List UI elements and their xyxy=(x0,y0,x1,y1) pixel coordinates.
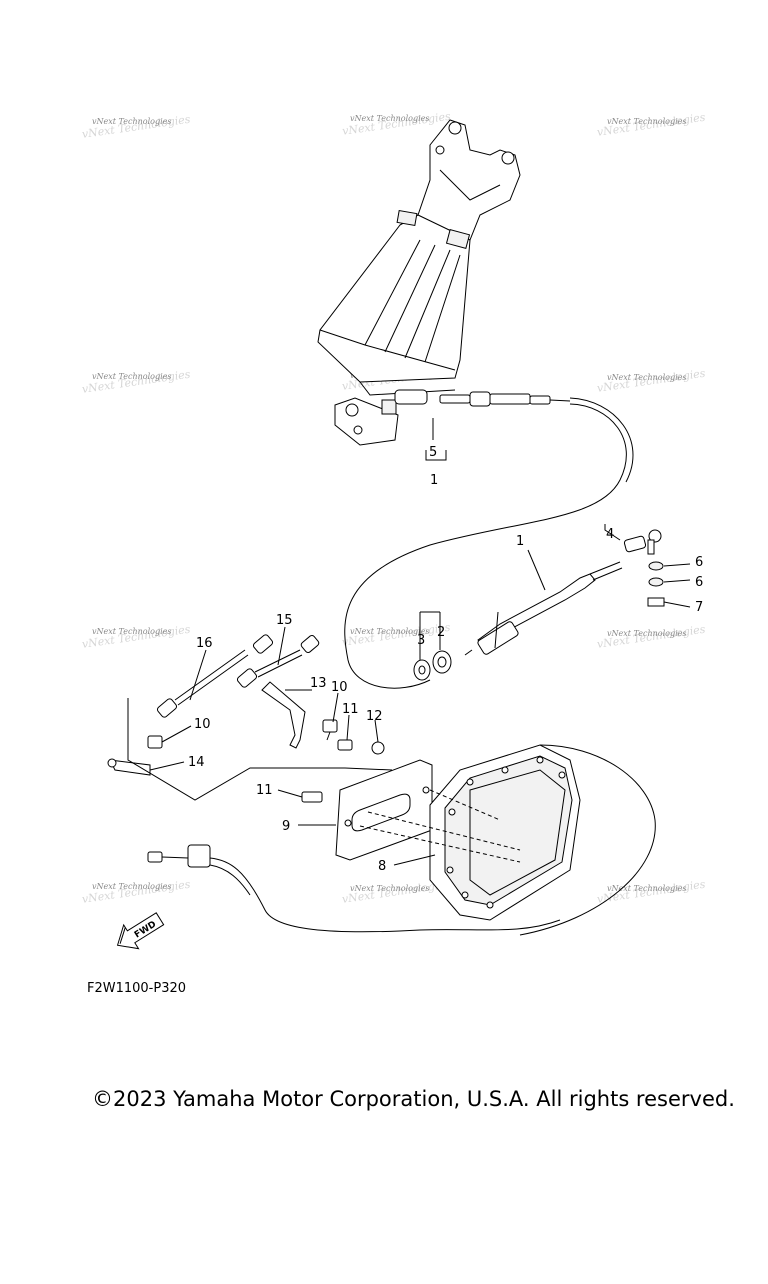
svg-text:vNext Technologies: vNext Technologies xyxy=(92,882,171,891)
washer-6b xyxy=(648,577,664,587)
callout-5: 5 xyxy=(429,445,437,460)
watermark: vNext Technologies vNext Technologies xyxy=(341,110,451,138)
watermark: vNext Technologies vNext Technologies xyxy=(341,621,451,649)
watermark: vNext Technologies vNext Technologies xyxy=(596,878,706,906)
callout-1: 1 xyxy=(516,534,524,549)
callouts: 5 1 1 4 6 6 7 2 3 15 16 13 10 11 12 10 1… xyxy=(188,445,703,874)
fwd-arrow-icon: FWD xyxy=(116,912,165,950)
outline-loops xyxy=(127,698,656,936)
bolt-10b xyxy=(147,735,163,749)
svg-text:vNext Technologies: vNext Technologies xyxy=(92,627,171,636)
watermark: vNext Technologies vNext Technologies xyxy=(81,878,191,906)
callout-15: 15 xyxy=(276,613,293,628)
diagram-code: F2W1100-P320 xyxy=(87,981,186,996)
bolt-10a xyxy=(322,719,338,733)
watermark: vNext Technologies vNext Technologies xyxy=(81,113,191,141)
ball-joint-4 xyxy=(623,535,647,553)
nut-washer-2-3 xyxy=(413,650,452,681)
callout-8: 8 xyxy=(378,859,386,874)
callout-12: 12 xyxy=(366,709,383,724)
watermark: vNext Technologies vNext Technologies xyxy=(81,623,191,651)
svg-text:vNext Technologies: vNext Technologies xyxy=(92,117,171,126)
watermark: vNext Technologies vNext Technologies xyxy=(596,367,706,395)
callout-6: 6 xyxy=(695,575,703,590)
callout-4: 4 xyxy=(606,527,614,542)
callout-2: 2 xyxy=(437,625,445,640)
svg-text:vNext Technologies: vNext Technologies xyxy=(350,884,429,893)
callout-14: 14 xyxy=(188,755,205,770)
jet-nozzle-housing xyxy=(317,119,521,446)
washer-6a xyxy=(648,561,664,571)
callout-7: 7 xyxy=(695,600,703,615)
callout-6: 6 xyxy=(695,555,703,570)
cable-joint-5 xyxy=(394,389,428,405)
wire-harness xyxy=(147,844,561,933)
leader-lines xyxy=(149,418,691,866)
washer-12 xyxy=(371,741,385,755)
cable-end-parts xyxy=(623,529,665,607)
svg-text:vNext Technologies: vNext Technologies xyxy=(607,117,686,126)
bolt-11a xyxy=(337,739,353,751)
callout-13: 13 xyxy=(310,676,327,691)
svg-text:vNext Technologies: vNext Technologies xyxy=(350,114,429,123)
callout-11: 11 xyxy=(342,702,359,717)
callout-3: 3 xyxy=(417,633,425,648)
watermark: vNext Technologies vNext Technologies xyxy=(596,623,706,651)
svg-text:vNext Technologies: vNext Technologies xyxy=(607,884,686,893)
callout-16: 16 xyxy=(196,636,213,651)
callout-9: 9 xyxy=(282,819,290,834)
bolt-11b xyxy=(301,791,323,803)
callout-10: 10 xyxy=(194,717,211,732)
control-box-8 xyxy=(359,744,581,921)
sensor-leads xyxy=(156,634,320,718)
watermark: vNext Technologies vNext Technologies xyxy=(596,111,706,139)
svg-text:vNext Technologies: vNext Technologies xyxy=(607,373,686,382)
steering-cable xyxy=(344,389,634,689)
bracket-13-hardware xyxy=(107,681,385,776)
callout-1: 1 xyxy=(430,473,438,488)
mounting-plate-9 xyxy=(301,759,433,861)
callout-10: 10 xyxy=(331,680,348,695)
svg-text:vNext Technologies: vNext Technologies xyxy=(350,627,429,636)
svg-text:vNext Technologies: vNext Technologies xyxy=(92,372,171,381)
svg-text:vNext Technologies: vNext Technologies xyxy=(607,629,686,638)
watermark: vNext Technologies vNext Technologies xyxy=(81,368,191,396)
callout-11: 11 xyxy=(256,783,273,798)
nut-7 xyxy=(647,597,665,607)
copyright-notice: ©2023 Yamaha Motor Corporation, U.S.A. A… xyxy=(92,1087,735,1111)
